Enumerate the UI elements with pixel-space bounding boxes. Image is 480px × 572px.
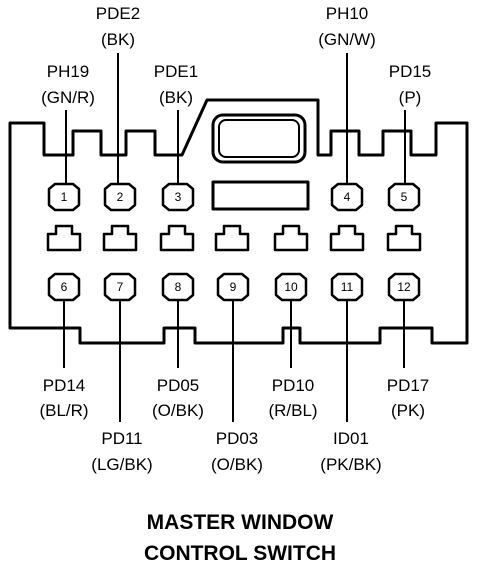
latch-window-inner — [218, 119, 300, 158]
label-pd17-color: (PK) — [391, 401, 425, 420]
cavity-3 — [159, 224, 195, 252]
label-pd11-name: PD11 — [101, 429, 142, 448]
pin-2: 2 — [103, 182, 137, 212]
connector-body-outline — [8, 98, 469, 345]
pin-3: 3 — [161, 182, 195, 212]
terminal-cavities — [46, 224, 422, 252]
label-pd14-color: (BL/R) — [39, 401, 88, 420]
pin-4: 4 — [330, 182, 364, 212]
title-line-2: CONTROL SWITCH — [144, 542, 336, 565]
cavity-2 — [102, 224, 138, 252]
pin-5: 5 — [387, 182, 421, 212]
label-pd03-color: (O/BK) — [211, 455, 263, 474]
pin-12: 12 — [387, 272, 421, 302]
pin-9: 9 — [216, 272, 250, 302]
label-ph19-color: (GN/R) — [41, 88, 95, 107]
pin-10-number: 10 — [284, 280, 298, 294]
label-ph10-name: PH10 — [326, 4, 369, 23]
pin-1-number: 1 — [61, 190, 68, 204]
label-pd15-color: (P) — [399, 88, 422, 107]
top-labels: PDE2 (BK) PH10 (GN/W) PH19 (GN/R) PDE1 (… — [41, 4, 431, 107]
pin-5-number: 5 — [401, 190, 408, 204]
label-pde1-name: PDE1 — [154, 62, 198, 81]
pin-8: 8 — [161, 272, 195, 302]
pin-11: 11 — [330, 272, 364, 302]
pin-6-number: 6 — [61, 280, 68, 294]
bottom-leader-lines — [63, 300, 405, 422]
label-pd17-name: PD17 — [387, 376, 430, 395]
label-pde1-color: (BK) — [159, 88, 193, 107]
cavity-5 — [273, 224, 309, 252]
bottom-row-pins: 6 7 8 9 10 11 12 — [47, 272, 421, 302]
pin-2-number: 2 — [117, 190, 124, 204]
pin-8-number: 8 — [175, 280, 182, 294]
latch-window-outer — [211, 113, 307, 164]
label-id01-name: ID01 — [333, 429, 369, 448]
label-ph10-color: (GN/W) — [318, 30, 376, 49]
label-pd14-name: PD14 — [43, 376, 86, 395]
top-row-pins: 1 2 3 4 5 — [47, 182, 421, 212]
label-pd15-name: PD15 — [389, 62, 432, 81]
pin-10: 10 — [274, 272, 308, 302]
label-pd10-name: PD10 — [272, 376, 315, 395]
label-pd05-name: PD05 — [157, 376, 200, 395]
label-pde2-color: (BK) — [101, 30, 135, 49]
bottom-labels: PD14 (BL/R) PD05 (O/BK) PD10 (R/BL) PD17… — [39, 376, 429, 474]
diagram-title: MASTER WINDOW CONTROL SWITCH — [144, 511, 336, 565]
pin-11-number: 11 — [341, 280, 354, 294]
pin-6: 6 — [47, 272, 81, 302]
cavity-4 — [214, 224, 250, 252]
label-pd11-color: (LG/BK) — [91, 455, 152, 474]
label-pde2-name: PDE2 — [96, 4, 140, 23]
title-line-1: MASTER WINDOW — [147, 511, 334, 534]
pin-9-number: 9 — [230, 280, 237, 294]
label-pd03-name: PD03 — [216, 429, 259, 448]
pin-1: 1 — [47, 182, 81, 212]
label-pd10-color: (R/BL) — [268, 401, 317, 420]
key-rectangle — [211, 180, 310, 211]
cavity-7 — [386, 224, 422, 252]
label-ph19-name: PH19 — [47, 62, 90, 81]
pin-4-number: 4 — [344, 190, 351, 204]
top-leader-lines — [65, 53, 406, 185]
pin-7-number: 7 — [117, 280, 124, 294]
pin-12-number: 12 — [397, 280, 411, 294]
label-id01-color: (PK/BK) — [320, 455, 381, 474]
pin-7: 7 — [103, 272, 137, 302]
cavity-6 — [329, 224, 365, 252]
pin-3-number: 3 — [175, 190, 182, 204]
label-pd05-color: (O/BK) — [152, 401, 204, 420]
cavity-1 — [46, 224, 82, 252]
